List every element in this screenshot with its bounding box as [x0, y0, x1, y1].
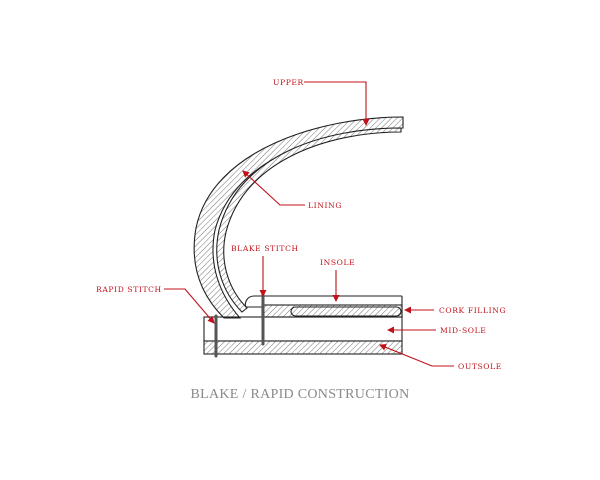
rapid-stitch-leader [164, 288, 215, 324]
mid-sole-label: MID-SOLE [440, 326, 486, 335]
lining-label: LINING [308, 201, 342, 210]
cork-filling-layer [290, 306, 402, 317]
outsole-leader [379, 344, 454, 367]
lasting-edge [244, 295, 262, 308]
cork-filling-label: CORK FILLING [439, 306, 506, 315]
outsole-layer [203, 340, 403, 355]
upper-leader [304, 81, 370, 126]
insole-label: INSOLE [320, 258, 355, 267]
outsole-label: OUTSOLE [458, 362, 502, 371]
lining-leader [242, 170, 305, 206]
mid-sole-layer [203, 316, 403, 342]
diagram-caption: BLAKE / RAPID CONSTRUCTION [191, 387, 410, 402]
rapid-stitch-label: RAPID STITCH [96, 285, 162, 294]
blake-stitch-label: BLAKE STITCH [231, 244, 299, 253]
upper-label: UPPER [273, 78, 304, 87]
lining-layer [216, 127, 402, 313]
